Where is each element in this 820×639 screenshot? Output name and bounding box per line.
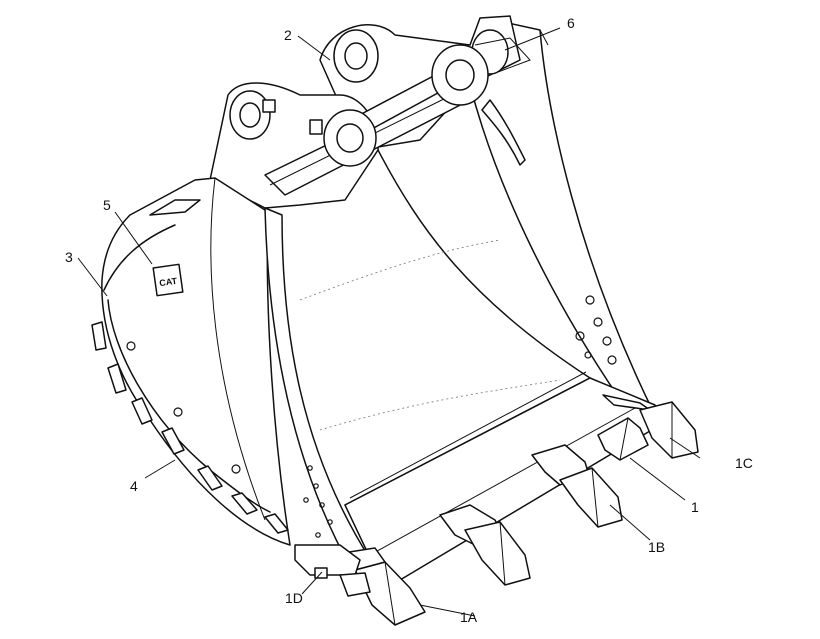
callout-3: 3 <box>65 249 73 265</box>
linkage-brackets <box>209 15 531 209</box>
tooth-1 <box>597 417 649 461</box>
callout-4: 4 <box>130 478 138 494</box>
right-side-plate <box>469 17 651 406</box>
side-hole <box>126 341 136 351</box>
callout-2: 2 <box>284 27 292 43</box>
bolt-hole <box>575 331 585 341</box>
callout-1A: 1A <box>460 609 478 625</box>
side-wear-blocks <box>91 321 289 534</box>
callout-1C: 1C <box>735 455 753 471</box>
cat-logo-text: CAT <box>159 276 179 288</box>
callouts: 2 6 5 3 4 1C 1 1B 1D 1A <box>65 15 753 625</box>
callout-1D: 1D <box>285 590 303 606</box>
bolt-hole <box>585 295 595 305</box>
corner-adapter-1D <box>294 544 371 597</box>
cat-logo-plate: CAT <box>152 263 184 297</box>
callout-1: 1 <box>691 499 699 515</box>
bolt-hole <box>584 351 592 359</box>
leader-lines <box>77 27 701 617</box>
side-hole <box>231 464 241 474</box>
callout-6: 6 <box>567 15 575 31</box>
tooth-1B <box>531 444 623 528</box>
tooth-1C <box>602 394 699 459</box>
callout-1B: 1B <box>648 539 665 555</box>
tooth-2 <box>439 504 531 586</box>
bolt-hole <box>593 317 603 327</box>
side-hole <box>173 407 183 417</box>
bolt-hole <box>602 336 612 346</box>
bolt-hole <box>607 355 617 365</box>
left-side-plate: CAT <box>101 177 291 546</box>
callout-5: 5 <box>103 197 111 213</box>
